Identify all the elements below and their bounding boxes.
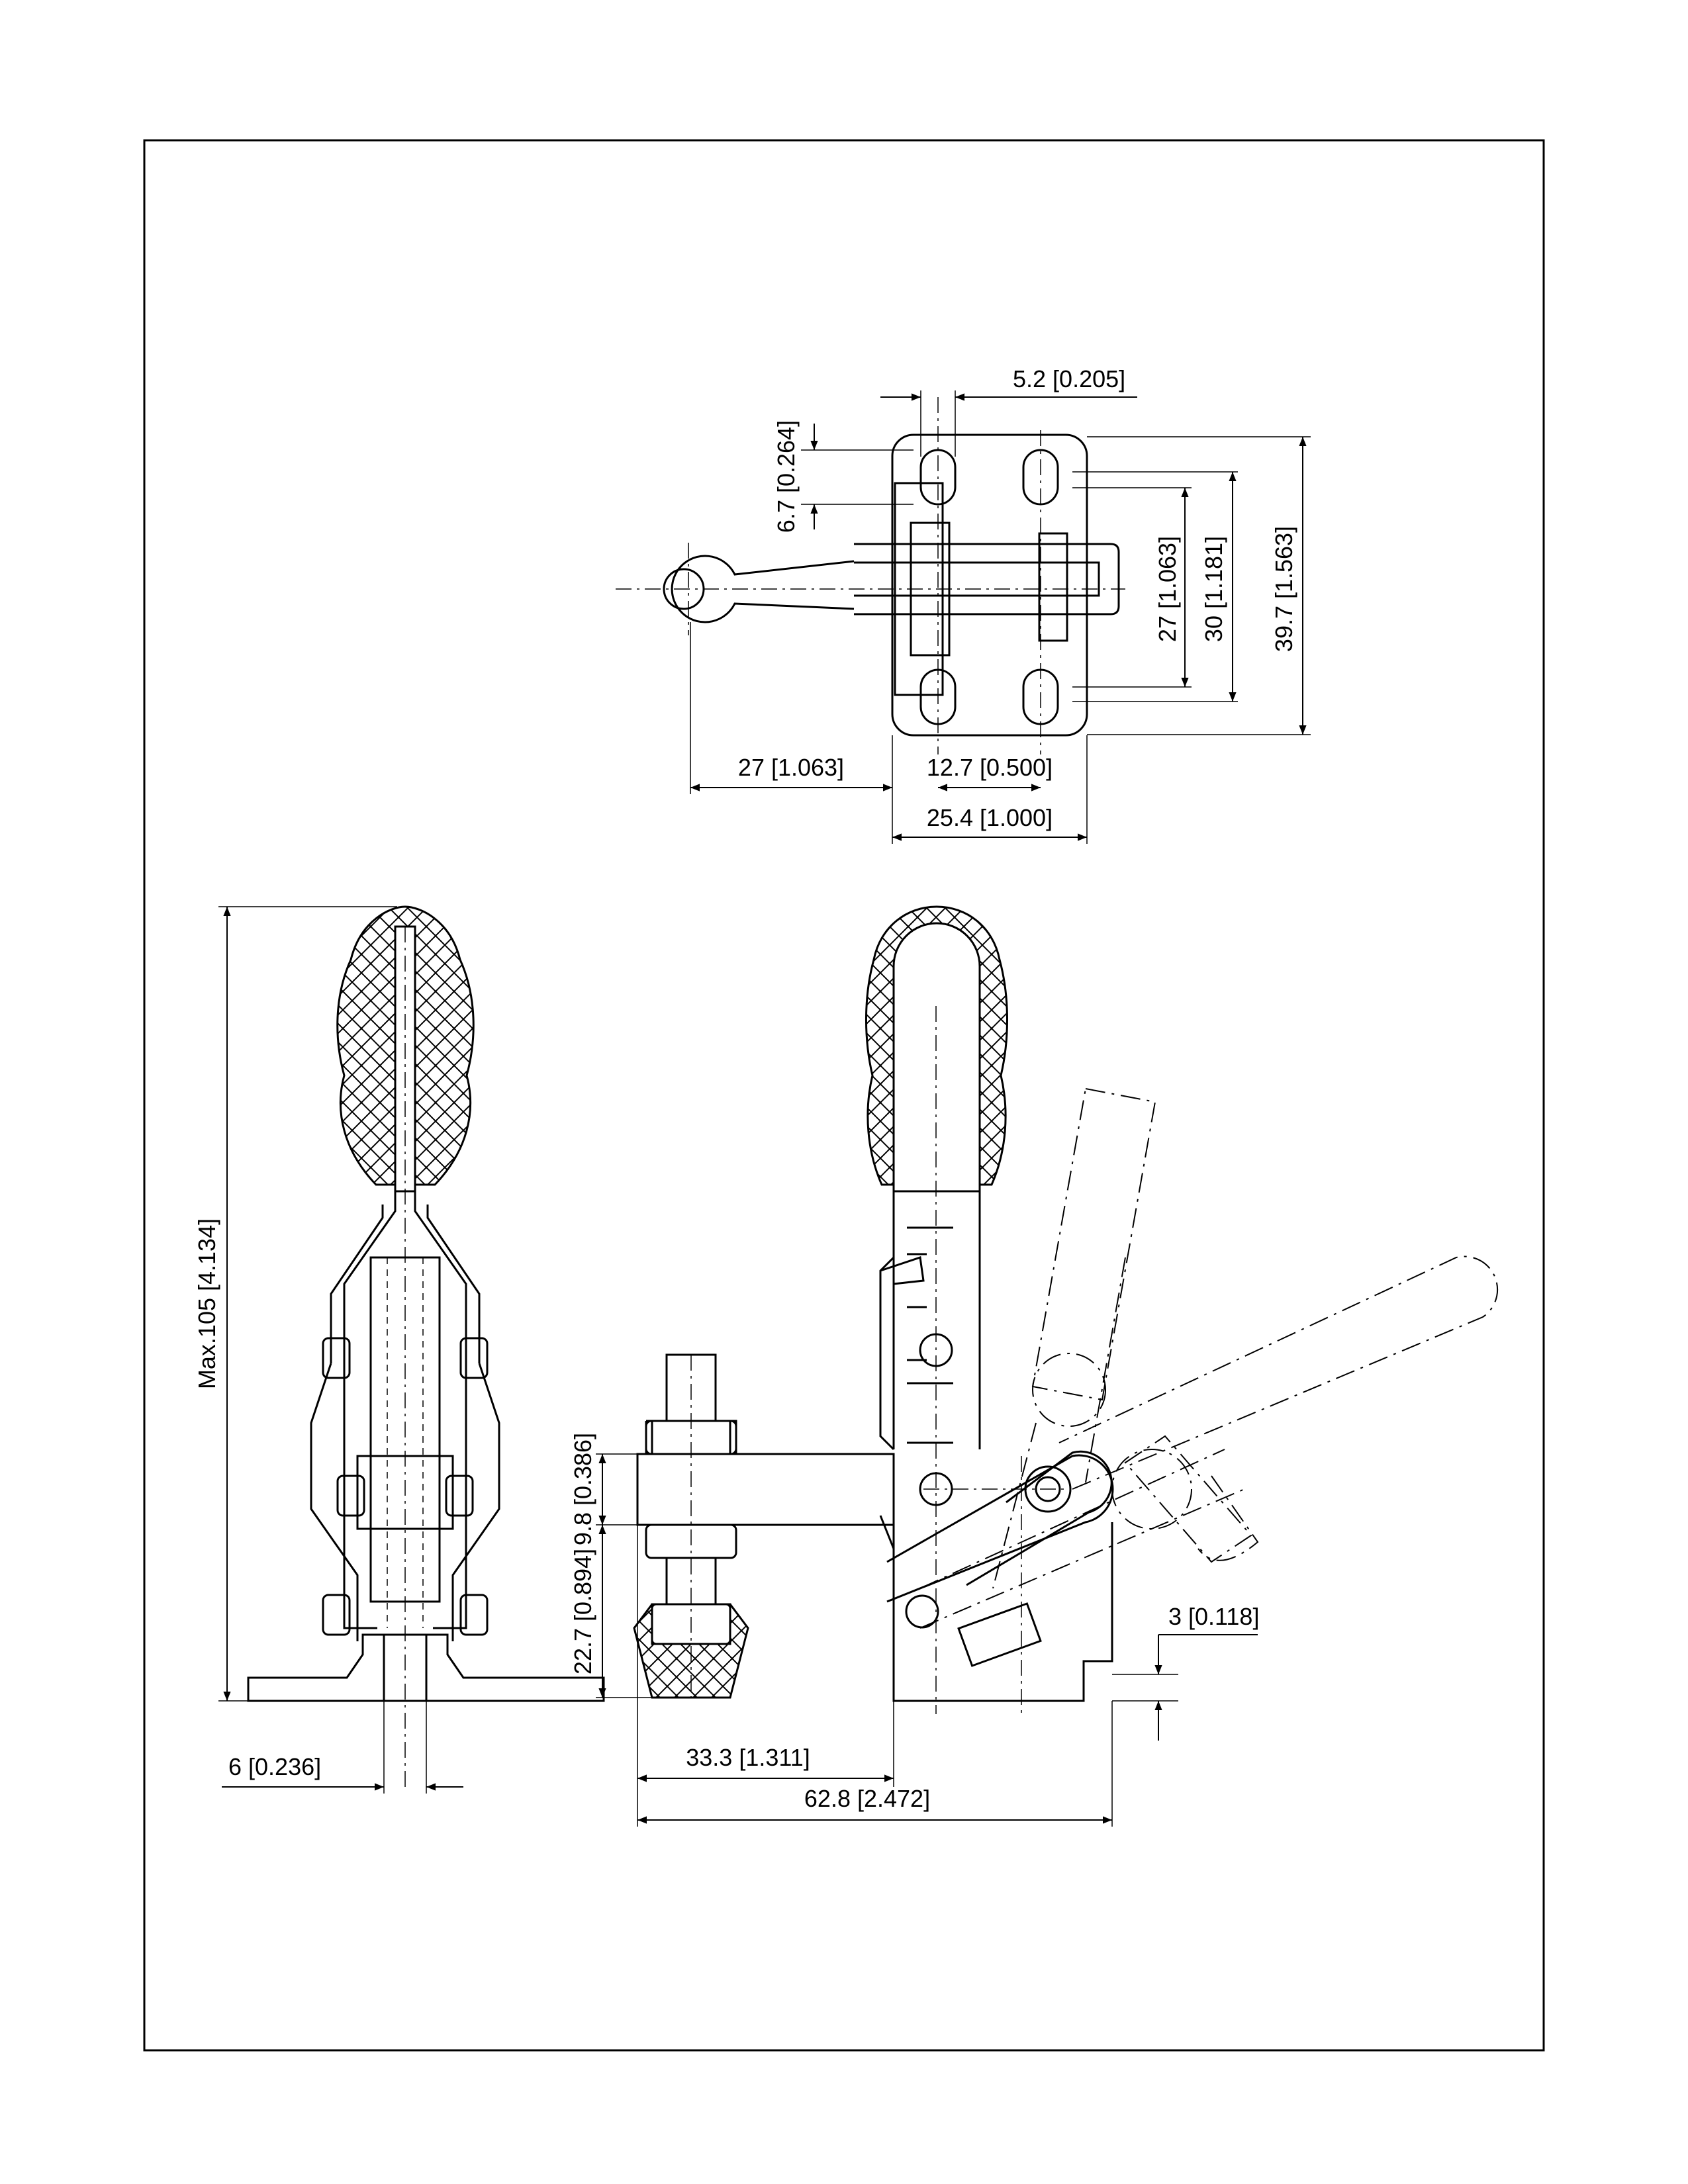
dim-top-12-7-horizontal: 12.7 [0.500] <box>927 754 1053 781</box>
body-plates <box>310 1363 359 1641</box>
pin-stub <box>322 1594 351 1636</box>
pin-stub <box>336 1475 365 1517</box>
dim-front-3: 3 [0.118] <box>1168 1603 1259 1630</box>
side-view <box>218 905 605 1794</box>
dim-top-27-horizontal: 27 [1.063] <box>738 754 844 781</box>
pin-stub <box>322 1337 351 1379</box>
linkage-arm <box>966 1450 1113 1586</box>
base-flange <box>247 1633 605 1702</box>
sheet-border <box>143 139 1545 2052</box>
front-handle-shaft <box>892 966 981 1449</box>
front-view <box>596 905 1499 1827</box>
spindle-bar <box>636 1453 895 1526</box>
dim-top-30-vertical: 30 [1.181] <box>1200 536 1227 642</box>
dim-front-22-7: 22.7 [0.894] <box>569 1549 596 1674</box>
dim-front-62-8: 62.8 [2.472] <box>804 1785 930 1812</box>
handle-arm <box>854 543 1120 615</box>
pin-stub <box>445 1475 474 1517</box>
handle-yoke <box>343 1191 397 1629</box>
dim-front-9-8: 9.8 [0.386] <box>569 1433 596 1545</box>
spindle-ring <box>671 555 855 623</box>
base-plate-outline <box>891 433 1088 737</box>
dim-side-max-height: Max.105 [4.134] <box>193 1218 220 1389</box>
dim-front-33-3: 33.3 [1.311] <box>686 1744 810 1771</box>
dim-top-slot-width: 5.2 [0.205] <box>1013 365 1125 392</box>
dim-side-6: 6 [0.236] <box>228 1753 321 1780</box>
pivot-pin <box>1038 532 1068 642</box>
top-view <box>616 390 1311 844</box>
dim-top-25-4-horizontal: 25.4 [1.000] <box>927 804 1053 831</box>
pin-stub <box>459 1337 489 1379</box>
pin-stub <box>459 1594 489 1636</box>
open-position-phantom <box>919 1087 1499 1629</box>
dim-top-39-7-vertical: 39.7 [1.563] <box>1270 526 1297 652</box>
dim-top-27-vertical: 27 [1.063] <box>1154 536 1181 642</box>
dim-top-hole-pitch: 6.7 [0.264] <box>773 420 800 533</box>
latch-tab <box>879 1256 925 1451</box>
